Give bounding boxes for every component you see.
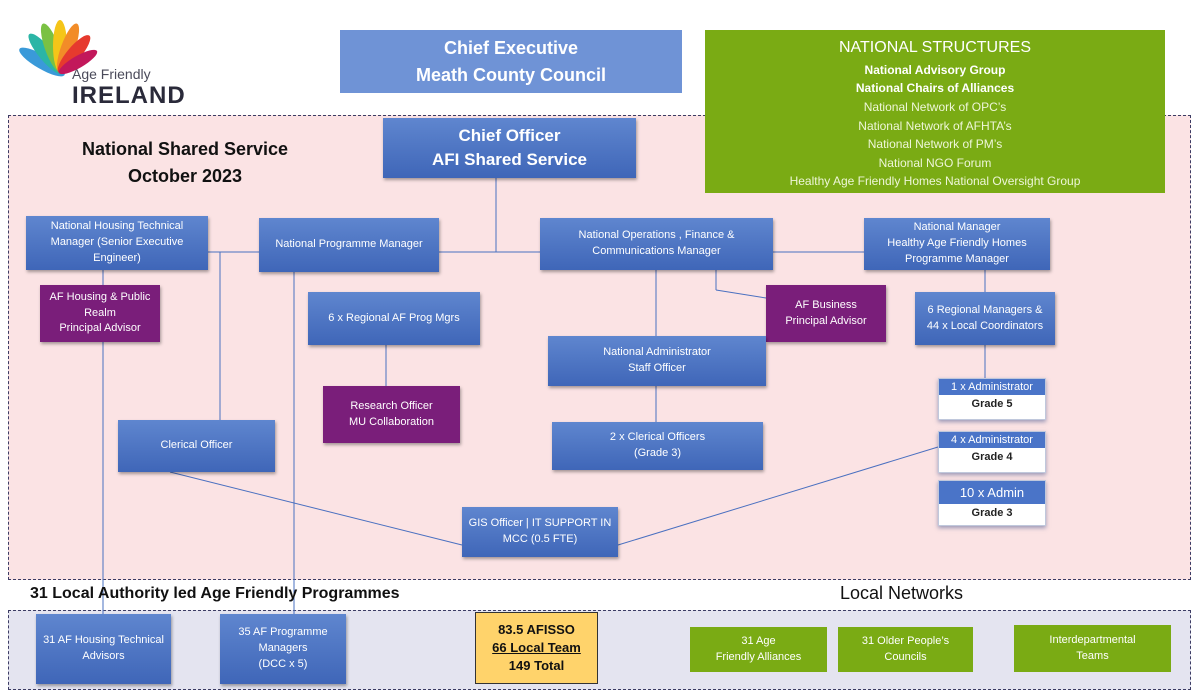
national-structures-item: National NGO Forum [878,155,992,170]
box-line: 44 x Local Coordinators [926,319,1044,332]
box-line: (DCC x 5) [258,657,308,670]
logo-text-line2: IRELAND [72,82,186,109]
national-administrator-box: National Administrator Staff Officer [548,336,766,386]
box-line: Staff Officer [628,362,686,374]
box-line: Manager (Senior Executive [50,236,184,249]
box-line: MCC (0.5 FTE) [502,533,578,545]
box-line: National Housing Technical [50,220,184,233]
national-structures-bold-item: National Chairs of Alliances [855,81,1015,96]
local-housing-advisors-box: 31 AF Housing Technical Advisors [36,614,171,684]
box-line: 6 x Regional AF Prog Mgrs [328,311,460,324]
box-line: National Administrator [603,346,711,359]
box-line: 6 Regional Managers & [927,303,1043,316]
network-box-alliances: 31 Age Friendly Alliances [690,627,827,672]
gis-officer-box: GIS Officer | IT SUPPORT IN MCC (0.5 FTE… [462,507,618,557]
local-programmes-zone [8,610,1191,690]
network-box-councils: 31 Older People’s Councils [838,627,973,672]
box-line: Interdepartmental [1049,634,1136,647]
totals-local-team: 66 Local Team [492,639,581,655]
box-line: Communications Manager [592,245,721,257]
chief-officer-box: Chief Officer AFI Shared Service [383,118,636,178]
box-line: Advisors [82,650,125,662]
clerical-officers-grade3-box: 2 x Clerical Officers (Grade 3) [552,422,763,470]
box-line: Programme Manager [905,252,1009,265]
box-line: Principal Advisor [785,314,867,327]
box-line: National Operations , Finance & [578,229,735,242]
grade-bottom: Grade 3 [971,507,1013,519]
totals-box: 83.5 AFISSO 66 Local Team 149 Total [475,612,598,684]
network-box-interdepartmental: Interdepartmental Teams [1014,625,1171,672]
box-line: Research Officer [350,399,433,412]
grade-top: 1 x Administrator [939,379,1045,395]
local-programme-managers-box: 35 AF Programme Managers (DCC x 5) [220,614,346,684]
box-line: (Grade 3) [633,447,682,459]
grade-top: 10 x Admin [939,481,1045,504]
box-line: 31 AF Housing Technical [43,634,164,647]
box-line: 31 Older People’s [861,635,950,648]
grade-box-admin-3: 10 x Admin Grade 3 [938,480,1046,526]
logo-flower-icon [19,20,98,77]
hafh-manager-box: National Manager Healthy Age Friendly Ho… [864,218,1050,270]
box-line: MU Collaboration [349,415,434,428]
grade-bottom: Grade 5 [971,398,1013,410]
box-line: Realm [84,306,116,319]
totals-afisso: 83.5 AFISSO [498,621,575,637]
research-officer-box: Research Officer MU Collaboration [323,386,460,443]
box-line: Friendly Alliances [715,650,802,663]
box-line: AF Business [795,298,857,311]
programme-manager-box: National Programme Manager [259,218,439,272]
section-title-line1: National Shared Service [81,139,289,159]
age-friendly-logo: Age Friendly IRELAND [10,10,190,115]
section-title-line2: October 2023 [127,166,243,186]
housing-technical-manager-box: National Housing Technical Manager (Seni… [26,216,208,270]
box-line: 2 x Clerical Officers [609,431,706,444]
box-line: 35 AF Programme [238,626,328,639]
box-line: 31 Age [741,635,776,648]
regional-prog-managers-box: 6 x Regional AF Prog Mgrs [308,292,480,345]
grade-box-administrator-5: 1 x Administrator Grade 5 [938,378,1046,420]
box-line: AF Housing & Public [49,290,151,303]
grade-box-administrator-4: 4 x Administrator Grade 4 [938,431,1046,473]
chief-executive-title: Chief Executive [443,37,579,58]
operations-manager-box: National Operations , Finance & Communic… [540,218,773,270]
box-line: Engineer) [93,251,141,264]
national-structures-item: National Network of PM’s [867,137,1003,152]
national-structures-title: NATIONAL STRUCTURES [838,39,1031,56]
box-line: Teams [1076,649,1109,662]
chief-officer-org: AFI Shared Service [432,150,587,169]
clerical-officer-box: Clerical Officer [118,420,275,472]
box-line: Clerical Officer [160,439,233,452]
box-line: Managers [258,642,308,655]
chief-officer-title: Chief Officer [458,126,561,146]
box-line: Healthy Age Friendly Homes [887,237,1027,250]
local-programmes-title: 31 Local Authority led Age Friendly Prog… [30,585,400,602]
national-structures-item: National Network of OPC’s [863,99,1007,114]
box-line: National Programme Manager [275,238,423,251]
local-networks-title: Local Networks [840,583,964,603]
national-structures-item: Healthy Age Friendly Homes National Over… [789,174,1081,189]
box-line: Principal Advisor [59,322,141,335]
grade-top: 4 x Administrator [939,432,1045,448]
logo-text-line1: Age Friendly [72,66,151,82]
national-structures-item: National Network of AFHTA’s [858,118,1012,133]
chief-executive-box: Chief Executive Meath County Council [340,30,682,93]
national-structures-box: NATIONAL STRUCTURES National Advisory Gr… [705,30,1165,193]
grade-bottom: Grade 4 [971,451,1013,463]
totals-total: 149 Total [508,658,565,674]
box-line: National Manager [913,221,1001,234]
regional-managers-box: 6 Regional Managers & 44 x Local Coordin… [915,292,1055,345]
box-line: GIS Officer | IT SUPPORT IN [468,517,612,530]
business-advisor-box: AF Business Principal Advisor [766,285,886,342]
section-title: National Shared Service October 2023 [40,136,330,190]
chief-executive-org: Meath County Council [416,64,606,85]
national-structures-bold-item: National Advisory Group [864,62,1006,77]
housing-advisor-box: AF Housing & Public Realm Principal Advi… [40,285,160,342]
box-line: Councils [884,650,927,663]
